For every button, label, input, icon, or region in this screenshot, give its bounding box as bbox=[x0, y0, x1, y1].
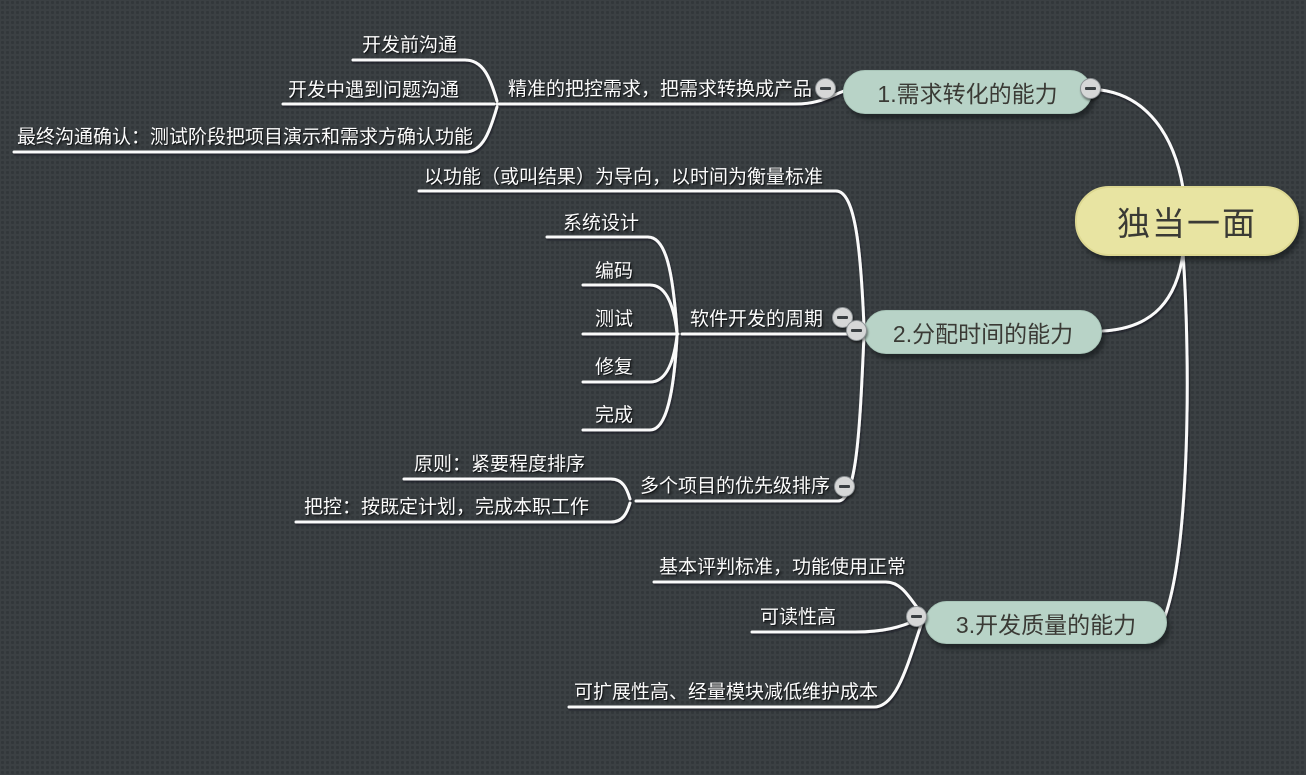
collapse-icon-branch3[interactable] bbox=[906, 606, 927, 627]
collapse-icon-requirement-control[interactable] bbox=[815, 78, 836, 99]
topic-priority-principle[interactable]: 原则：紧要程度排序 bbox=[414, 454, 586, 475]
branch-time-allocation[interactable]: 2.分配时间的能力 bbox=[864, 310, 1102, 354]
topic-completion[interactable]: 完成 bbox=[595, 405, 634, 426]
topic-priority-sorting[interactable]: 多个项目的优先级排序 bbox=[640, 476, 831, 497]
topic-during-dev-communication[interactable]: 开发中遇到问题沟通 bbox=[288, 80, 460, 101]
collapse-icon-branch1[interactable] bbox=[1080, 78, 1101, 99]
topic-coding[interactable]: 编码 bbox=[595, 261, 634, 282]
topic-fixing[interactable]: 修复 bbox=[595, 357, 634, 378]
branch-requirement-conversion[interactable]: 1.需求转化的能力 bbox=[843, 70, 1092, 114]
topic-pre-dev-communication[interactable]: 开发前沟通 bbox=[362, 35, 458, 56]
topic-final-confirmation[interactable]: 最终沟通确认：测试阶段把项目演示和需求方确认功能 bbox=[17, 127, 474, 148]
topic-basic-standard[interactable]: 基本评判标准，功能使用正常 bbox=[659, 557, 907, 578]
collapse-icon-priority-sorting[interactable] bbox=[834, 476, 855, 497]
topic-dev-cycle[interactable]: 软件开发的周期 bbox=[690, 309, 824, 330]
topic-system-design[interactable]: 系统设计 bbox=[563, 213, 640, 234]
central-topic[interactable]: 独当一面 bbox=[1075, 186, 1299, 256]
topic-readability[interactable]: 可读性高 bbox=[760, 607, 837, 628]
topic-testing[interactable]: 测试 bbox=[595, 309, 634, 330]
topic-requirement-control[interactable]: 精准的把控需求，把需求转换成产品 bbox=[508, 79, 813, 100]
topic-priority-control[interactable]: 把控：按既定计划，完成本职工作 bbox=[304, 497, 590, 518]
branch-dev-quality[interactable]: 3.开发质量的能力 bbox=[925, 601, 1167, 644]
topic-extensibility[interactable]: 可扩展性高、经量模块减低维护成本 bbox=[574, 682, 879, 703]
collapse-icon-branch2[interactable] bbox=[846, 320, 867, 341]
topic-result-oriented[interactable]: 以功能（或叫结果）为导向，以时间为衡量标准 bbox=[424, 167, 824, 188]
